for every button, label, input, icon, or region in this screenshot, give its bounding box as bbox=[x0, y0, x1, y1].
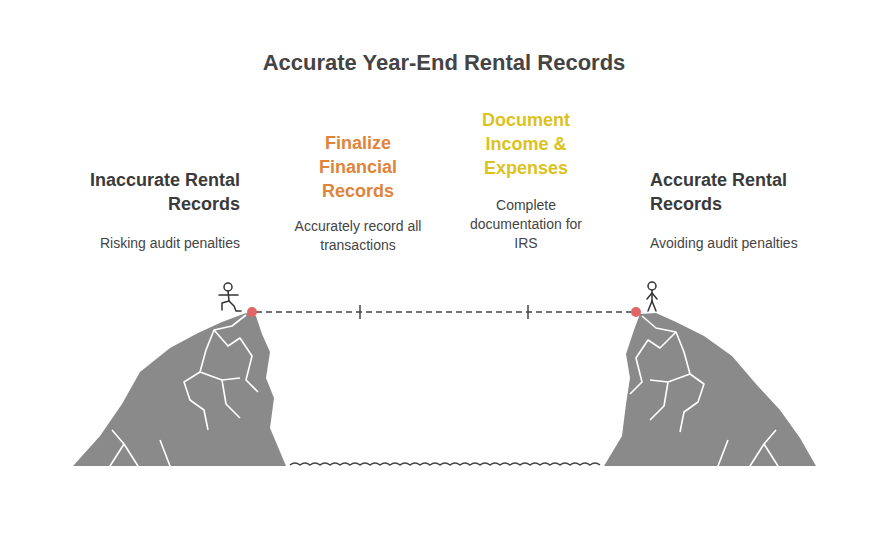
step-description: Avoiding audit penalties bbox=[650, 234, 825, 253]
step-heading: Finalize Financial Records bbox=[302, 131, 414, 203]
step-label: Finalize Financial RecordsAccurately rec… bbox=[282, 131, 434, 255]
step-description: Complete documentation for IRS bbox=[461, 196, 591, 253]
step-label: Document Income & ExpensesComplete docum… bbox=[461, 108, 591, 253]
right-cliff bbox=[604, 313, 816, 466]
diagram-title: Accurate Year-End Rental Records bbox=[0, 50, 888, 76]
bridge-line bbox=[247, 305, 641, 319]
state-label: Accurate Rental RecordsAvoiding audit pe… bbox=[650, 168, 825, 253]
left-cliff bbox=[73, 313, 286, 466]
step-description: Risking audit penalties bbox=[65, 234, 240, 253]
step-heading: Inaccurate Rental Records bbox=[65, 168, 240, 216]
walking-figure bbox=[219, 283, 241, 311]
water-line bbox=[290, 463, 600, 465]
step-heading: Document Income & Expenses bbox=[470, 108, 582, 180]
state-label: Inaccurate Rental RecordsRisking audit p… bbox=[65, 168, 240, 253]
step-description: Accurately record all transactions bbox=[282, 217, 434, 255]
step-heading: Accurate Rental Records bbox=[650, 168, 825, 216]
standing-figure bbox=[647, 282, 657, 311]
